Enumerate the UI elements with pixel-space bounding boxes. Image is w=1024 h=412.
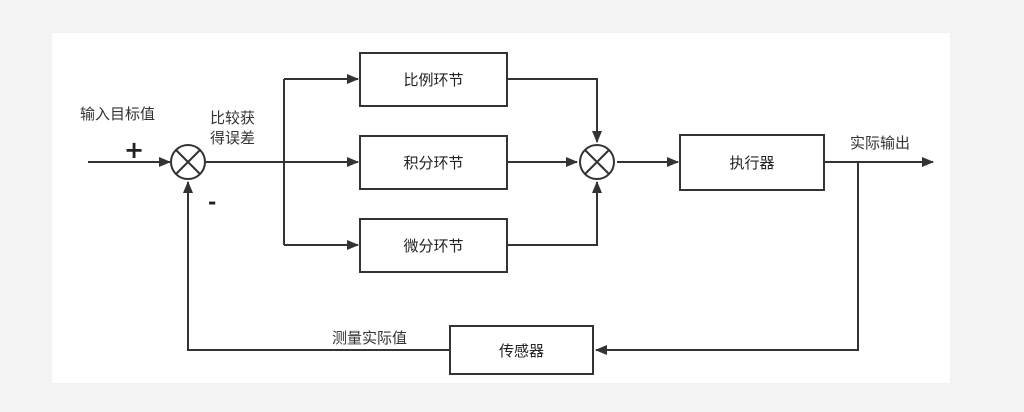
sensor-block — [449, 325, 594, 375]
output-label: 实际输出 — [850, 134, 911, 152]
integral-label: 积分环节 — [403, 154, 464, 172]
summing-junction-pid — [579, 144, 615, 180]
measured-label: 测量实际值 — [332, 329, 408, 347]
plus-sign: + — [124, 136, 145, 164]
error-label-line2: 得误差 — [210, 129, 256, 147]
integral-block — [359, 135, 508, 190]
derivative-out-arrow — [507, 181, 602, 246]
error-label-line1: 比较获 — [210, 109, 256, 127]
summing-junction-error — [170, 144, 206, 180]
sensor-label: 传感器 — [498, 341, 544, 360]
derivative-block — [359, 218, 508, 273]
actuator-label: 执行器 — [729, 154, 775, 172]
derivative-label: 微分环节 — [403, 237, 464, 255]
sensor-feedback-arrow — [183, 181, 450, 351]
actuator-block — [679, 134, 825, 191]
proportional-label: 比例环节 — [403, 71, 464, 89]
minus-sign: - — [208, 190, 217, 214]
proportional-block — [359, 52, 508, 107]
proportional-out-arrow — [507, 78, 602, 143]
input-label: 输入目标值 — [80, 105, 156, 123]
feedback-to-sensor-arrow — [595, 162, 859, 355]
